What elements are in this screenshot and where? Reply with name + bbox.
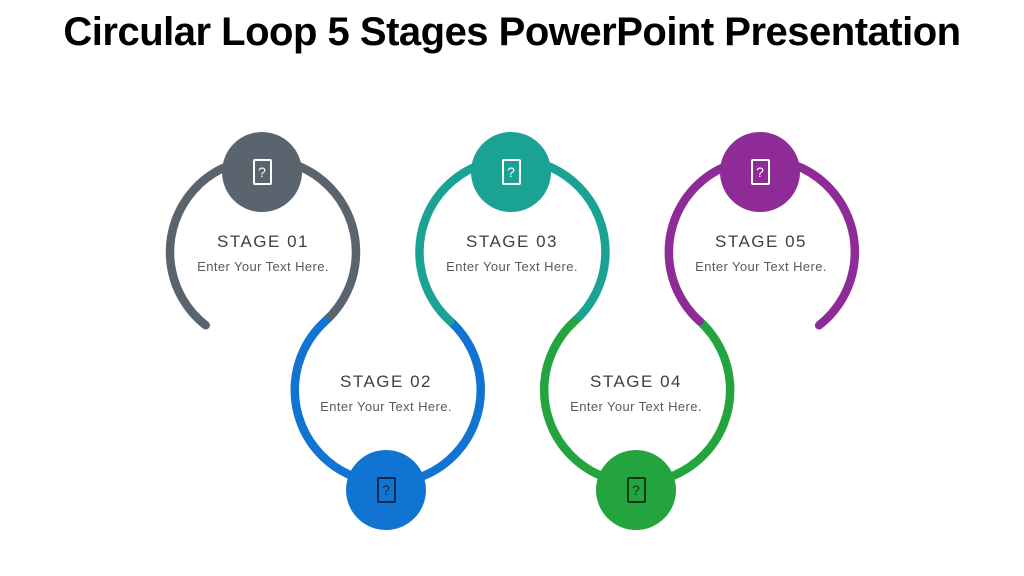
stage-4-label: STAGE 04: [590, 372, 682, 391]
stage-1-icon-badge: ?: [222, 132, 302, 212]
stage-3-description: Enter Your Text Here.: [446, 259, 578, 274]
stage-2-text: STAGE 02 Enter Your Text Here.: [276, 371, 496, 415]
stage-3-label: STAGE 03: [466, 232, 558, 251]
missing-glyph-icon: ?: [750, 159, 770, 185]
stage-5-icon-badge: ?: [720, 132, 800, 212]
stage-2-description: Enter Your Text Here.: [320, 399, 452, 414]
stage-5-label: STAGE 05: [715, 232, 807, 251]
missing-glyph-icon: ?: [626, 477, 646, 503]
missing-glyph-icon: ?: [376, 477, 396, 503]
slide-title: Circular Loop 5 Stages PowerPoint Presen…: [63, 10, 961, 54]
stage-4-text: STAGE 04 Enter Your Text Here.: [526, 371, 746, 415]
stage-2-label: STAGE 02: [340, 372, 432, 391]
stage-2-icon-badge: ?: [346, 450, 426, 530]
stage-1-description: Enter Your Text Here.: [197, 259, 329, 274]
stage-5-text: STAGE 05 Enter Your Text Here.: [651, 231, 871, 275]
stage-1-text: STAGE 01 Enter Your Text Here.: [153, 231, 373, 275]
stage-1-label: STAGE 01: [217, 232, 309, 251]
stage-3-text: STAGE 03 Enter Your Text Here.: [402, 231, 622, 275]
stage-4-icon-badge: ?: [596, 450, 676, 530]
missing-glyph-icon: ?: [252, 159, 272, 185]
stage-5-description: Enter Your Text Here.: [695, 259, 827, 274]
stage-4-description: Enter Your Text Here.: [570, 399, 702, 414]
stage-3-icon-badge: ?: [471, 132, 551, 212]
missing-glyph-icon: ?: [501, 159, 521, 185]
